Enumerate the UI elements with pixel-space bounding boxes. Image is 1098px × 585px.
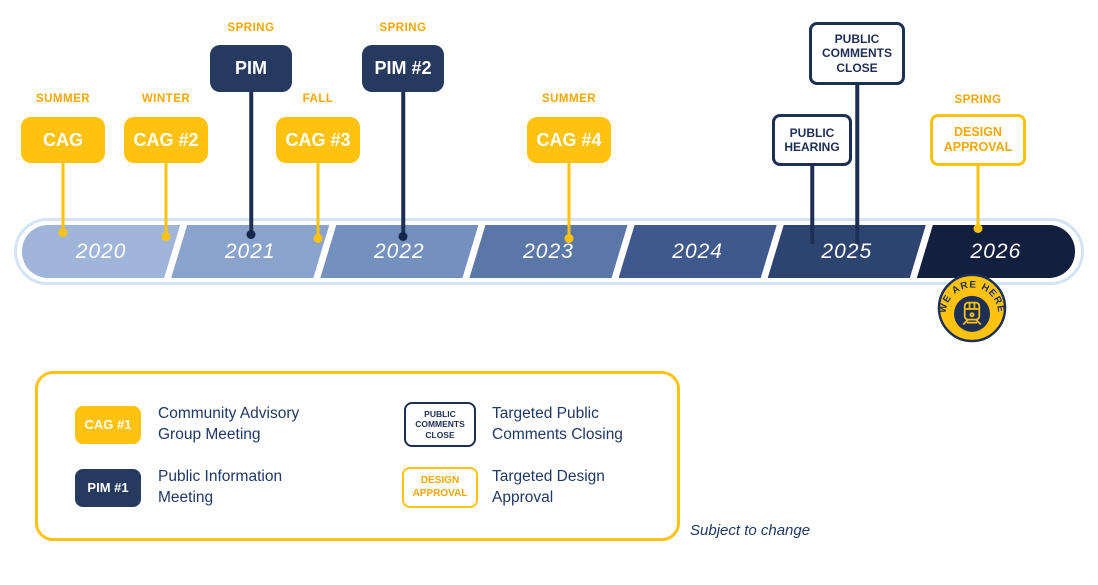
season-label: SUMMER bbox=[541, 93, 597, 105]
legend-desc-comments-close: Targeted Public Comments Closing bbox=[492, 404, 623, 443]
subject-to-change-note: Subject to change bbox=[690, 522, 811, 539]
leader-line bbox=[855, 84, 859, 244]
milestone-chip: PUBLIC COMMENTS CLOSE bbox=[809, 22, 905, 85]
legend-chip-cag: CAG #1 bbox=[75, 405, 141, 444]
legend-chip-comments-close: PUBLIC COMMENTS CLOSE bbox=[404, 401, 476, 448]
timeline-segment-2025: 2025 bbox=[768, 225, 926, 278]
timeline-segment-2024: 2024 bbox=[619, 225, 777, 278]
milestone-chip: PIM #2 bbox=[362, 45, 444, 92]
timeline-dot bbox=[161, 232, 171, 241]
timeline-dot bbox=[313, 234, 323, 243]
timeline-dot bbox=[973, 224, 983, 233]
milestone-chip: CAG bbox=[21, 117, 105, 163]
leader-line bbox=[164, 163, 168, 237]
leader-line bbox=[249, 92, 253, 236]
timeline-dot bbox=[58, 228, 68, 237]
milestone-chip: PIM bbox=[210, 45, 292, 92]
timeline-segment-2022: 2022 bbox=[320, 225, 478, 278]
leader-line bbox=[567, 163, 571, 239]
timeline-bar: 2020 2021 2022 2023 2024 2025 2026 bbox=[22, 225, 1075, 278]
legend-desc-pim: Public Information Meeting bbox=[158, 467, 283, 506]
leader-line bbox=[401, 92, 405, 238]
leader-line bbox=[810, 164, 814, 244]
timeline-bar-glow bbox=[14, 218, 1084, 285]
timeline-dot bbox=[398, 232, 408, 241]
leader-line bbox=[61, 163, 65, 233]
we-are-here-badge: WE ARE HERE bbox=[937, 273, 1007, 343]
milestone-chip: PUBLIC HEARING bbox=[772, 114, 852, 166]
timeline-segment-2020: 2020 bbox=[22, 225, 180, 278]
season-label: SPRING bbox=[227, 22, 275, 34]
legend: CAG #1 Community Advisory Group Meeting … bbox=[35, 371, 680, 541]
season-label: FALL bbox=[302, 93, 334, 105]
timeline-segment-2023: 2023 bbox=[469, 225, 627, 278]
milestone-chip: DESIGN APPROVAL bbox=[930, 114, 1026, 166]
legend-chip-pim: PIM #1 bbox=[75, 468, 141, 507]
legend-desc-cag: Community Advisory Group Meeting bbox=[158, 404, 300, 443]
leader-line bbox=[976, 165, 980, 230]
leader-line bbox=[316, 163, 320, 239]
legend-chip-design-approval: DESIGN APPROVAL bbox=[402, 467, 478, 508]
timeline-segment-2026: 2026 bbox=[916, 225, 1075, 278]
milestone-chip: CAG #4 bbox=[527, 117, 611, 163]
timeline-dot bbox=[564, 234, 574, 243]
season-label: WINTER bbox=[141, 93, 191, 105]
milestone-chip: CAG #2 bbox=[124, 117, 208, 163]
season-label: SUMMER bbox=[35, 93, 91, 105]
timeline-dot bbox=[246, 230, 256, 239]
legend-desc-design-approval: Targeted Design Approval bbox=[492, 467, 605, 506]
milestone-chip: CAG #3 bbox=[276, 117, 360, 163]
train-icon bbox=[962, 301, 982, 325]
season-label: SPRING bbox=[954, 94, 1002, 106]
season-label: SPRING bbox=[379, 22, 427, 34]
